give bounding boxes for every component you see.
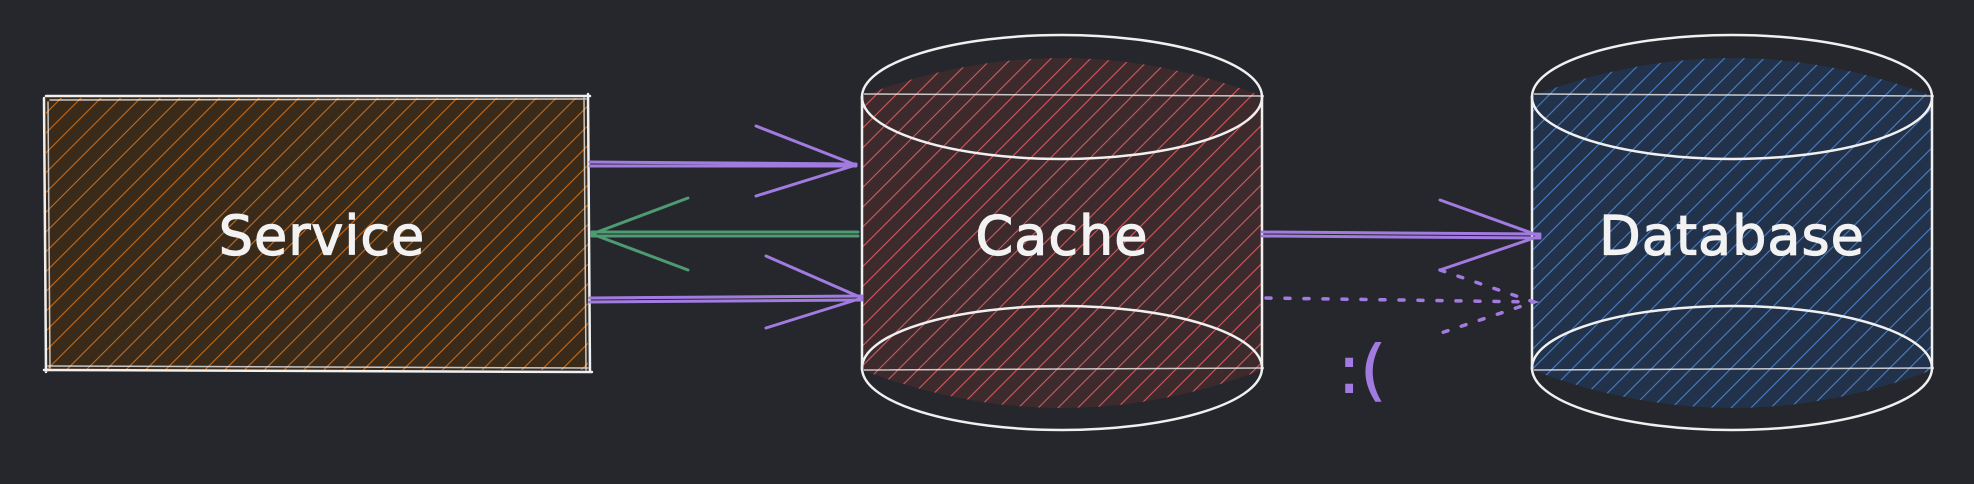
edge-cache-to-service xyxy=(590,196,860,272)
edge-cache-to-database xyxy=(1260,198,1542,272)
edge-cache-to-database-dotted xyxy=(1264,268,1540,338)
database-node xyxy=(1530,33,1935,432)
database-label: Database xyxy=(1599,204,1865,268)
service-label: Service xyxy=(218,204,426,268)
cache-node xyxy=(860,33,1265,432)
cache-label: Cache xyxy=(975,204,1149,268)
edge-service-to-cache-top xyxy=(588,124,858,198)
edge-service-to-cache-bottom xyxy=(588,254,864,330)
sad-face-annotation: :( xyxy=(1338,331,1387,409)
service-node xyxy=(42,92,594,374)
